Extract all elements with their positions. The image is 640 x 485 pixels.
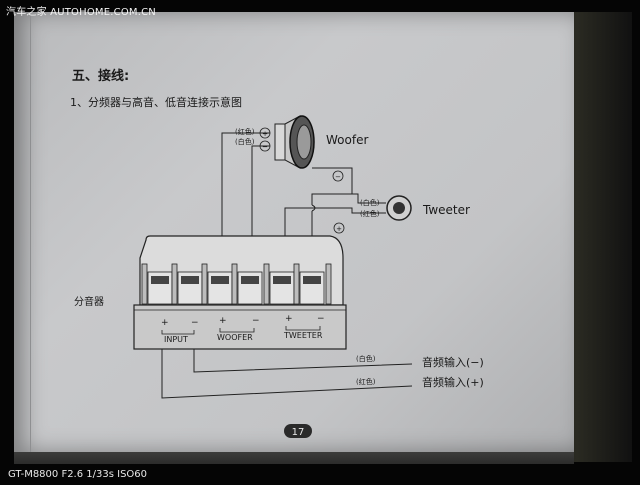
terminal-label-tweeter: + − TWEETER <box>283 314 325 340</box>
crossover-terminal-blocks <box>141 263 332 305</box>
tweeter-speaker-icon <box>386 195 412 221</box>
svg-text:−: − <box>191 318 199 328</box>
terminal-post <box>141 263 148 305</box>
terminal-slot <box>241 276 259 284</box>
svg-text:−: − <box>252 316 260 326</box>
terminal-slot <box>273 276 291 284</box>
diagram-subheading: 1、分频器与高音、低音连接示意图 <box>70 95 242 109</box>
woofer-red-wire-label: (红色) <box>235 127 255 136</box>
woofer-white-wire-label: (白色) <box>235 137 255 146</box>
crossover-label: 分音器 <box>74 295 104 308</box>
camera-info: GT-M8800 F2.6 1/33s ISO60 <box>8 469 148 480</box>
terminal-slot <box>181 276 199 284</box>
terminal-post <box>171 263 178 305</box>
tweeter-plus-terminal-icon <box>333 222 345 234</box>
terminal-post <box>325 263 332 305</box>
terminal-slot <box>151 276 169 284</box>
section-heading: 五、接线: <box>72 68 129 84</box>
woofer-wires <box>221 132 270 275</box>
terminal-post <box>201 263 208 305</box>
terminal-label-woofer: + − WOOFER <box>217 316 260 342</box>
watermark: 汽车之家 AUTOHOME.COM.CN <box>6 7 156 18</box>
woofer-speaker-icon <box>274 115 315 169</box>
woofer-minus-sign: − <box>262 143 268 151</box>
audio-input-positive-label: 音频输入(+) <box>422 375 484 389</box>
page-number-badge <box>284 424 312 438</box>
page-gutter <box>30 12 31 452</box>
tweeter-plus-sign: + <box>336 225 342 233</box>
tweeter-minus-sign: − <box>335 173 341 181</box>
tweeter-wires <box>284 167 386 275</box>
svg-text:+: + <box>161 318 169 328</box>
woofer-plus-sign: + <box>262 130 268 138</box>
svg-text:TWEETER: TWEETER <box>283 331 323 340</box>
input-red-wire-label: (红色) <box>356 377 376 386</box>
terminal-post <box>231 263 238 305</box>
audio-input-negative-label: 音频输入(−) <box>422 355 484 369</box>
svg-text:+: + <box>219 316 227 326</box>
svg-text:−: − <box>317 314 325 324</box>
audio-input-wires <box>161 349 413 399</box>
svg-text:+: + <box>285 314 293 324</box>
svg-text:WOOFER: WOOFER <box>217 333 253 342</box>
woofer-label: Woofer <box>326 133 368 147</box>
terminal-label-input: + − INPUT <box>161 318 199 344</box>
tweeter-minus-terminal-icon <box>332 170 344 182</box>
tweeter-label: Tweeter <box>422 203 470 217</box>
manual-page <box>14 12 574 452</box>
terminal-slot <box>303 276 321 284</box>
terminal-slot <box>211 276 229 284</box>
terminal-post <box>293 263 300 305</box>
input-white-wire-label: (白色) <box>356 354 376 363</box>
page-number: 17 <box>292 427 305 438</box>
svg-text:INPUT: INPUT <box>164 335 188 344</box>
terminal-post <box>263 263 270 305</box>
